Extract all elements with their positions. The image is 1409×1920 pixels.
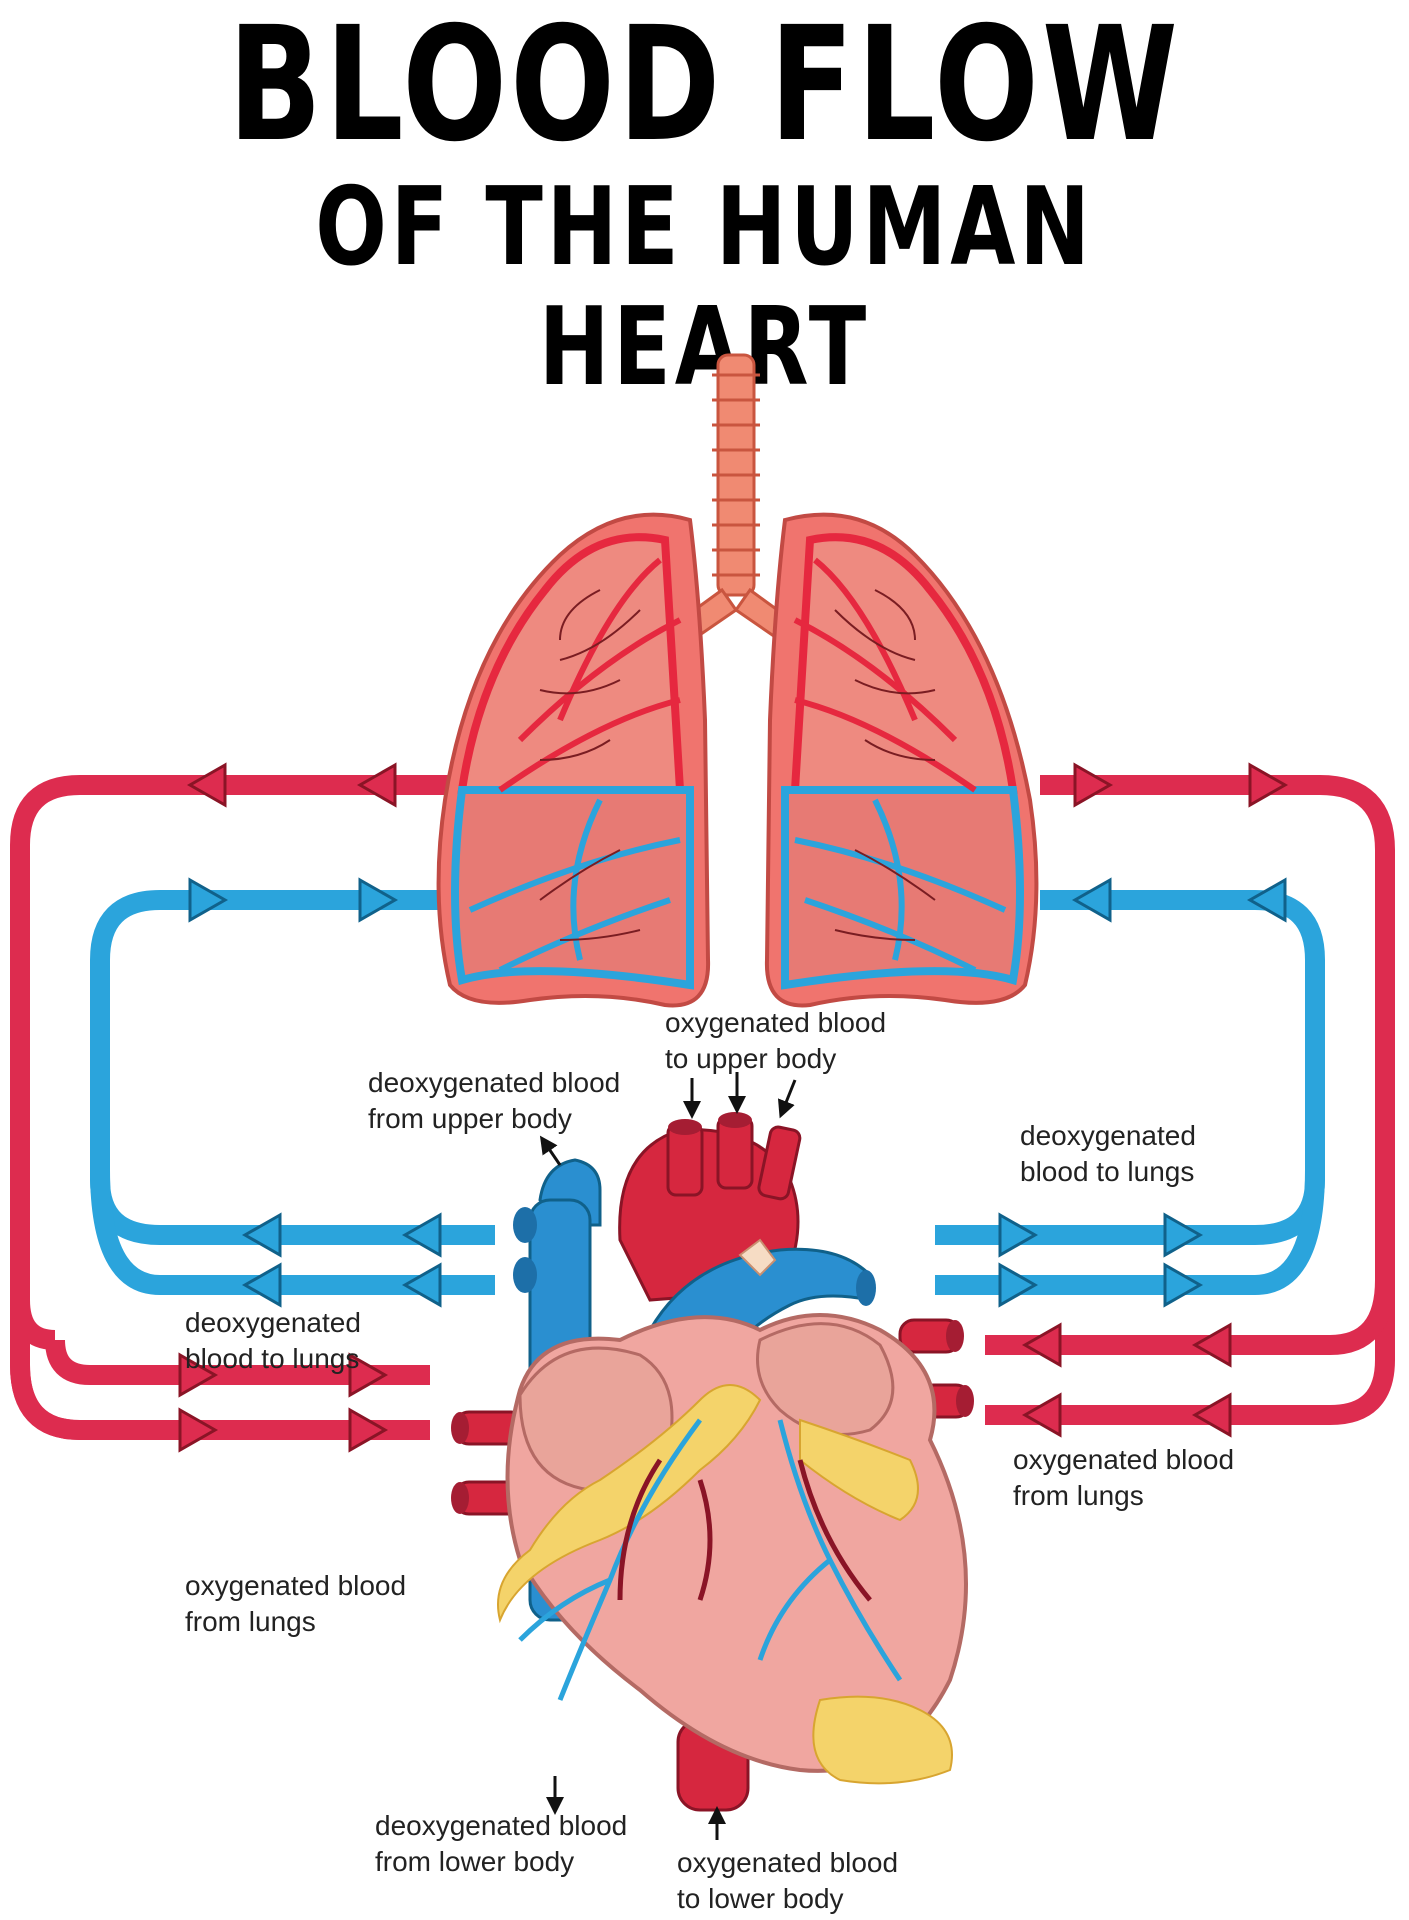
label-oxygenated-to-upper-body: oxygenated blood to upper body (665, 1007, 887, 1074)
title-line-2: OF THE HUMAN HEART (315, 165, 1094, 410)
arrow-oxy-left-low-3 (178, 1407, 219, 1453)
arrow-deoxy-right-top-1 (1071, 877, 1112, 923)
arrow-deoxy-right-mid-1 (998, 1212, 1039, 1258)
arrow-deoxy-right-mid-3 (998, 1262, 1039, 1308)
label-oxygenated-from-lungs-right: oxygenated blood from lungs (1013, 1444, 1235, 1511)
pointer-arrows (539, 1072, 797, 1840)
arrow-deoxy-left-mid-3 (241, 1262, 282, 1308)
left-lung (436, 512, 711, 1008)
arrow-deoxy-left-top-1 (188, 877, 229, 923)
arrow-oxy-left-low-2 (348, 1352, 389, 1398)
right-lung (764, 512, 1039, 1008)
arrow-deoxy-right-top-2 (1246, 877, 1287, 923)
label-oxygenated-from-lungs-left: oxygenated blood from lungs (185, 1570, 407, 1637)
title-line-1: BLOOD FLOW (227, 0, 1182, 177)
deoxygenated-left-loop (90, 890, 495, 1295)
arrow-oxy-left-top-1 (186, 762, 227, 808)
oxygenated-left-loop (10, 775, 460, 1440)
arrow-deoxy-right-mid-2 (1163, 1212, 1204, 1258)
label-deoxygenated-to-lungs-right: deoxygenated blood to lungs (1020, 1120, 1196, 1187)
oxygenated-right-loop (985, 775, 1395, 1425)
arrow-oxy-right-low-1 (1021, 1322, 1062, 1368)
label-deoxygenated-from-lower-body: deoxygenated blood from lower body (375, 1810, 628, 1877)
arrow-oxy-right-low-2 (1191, 1322, 1232, 1368)
arrow-oxy-right-low-3 (1021, 1392, 1062, 1438)
arrow-deoxy-left-top-2 (358, 877, 399, 923)
label-oxygenated-to-lower-body: oxygenated blood to lower body (677, 1847, 899, 1914)
arrow-deoxy-left-mid-4 (401, 1262, 442, 1308)
arrow-oxy-right-low-4 (1191, 1392, 1232, 1438)
arrow-deoxy-left-mid-1 (241, 1212, 282, 1258)
arrow-deoxy-left-mid-2 (401, 1212, 442, 1258)
arrow-oxy-left-top-2 (356, 762, 397, 808)
arrow-oxy-left-low-1 (178, 1352, 219, 1398)
arrow-deoxy-right-mid-4 (1163, 1262, 1204, 1308)
label-deoxygenated-from-upper-body: deoxygenated blood from upper body (368, 1067, 621, 1134)
label-deoxygenated-to-lungs-left: deoxygenated blood to lungs (185, 1307, 361, 1374)
arrow-oxy-left-low-4 (348, 1407, 389, 1453)
heart (451, 1112, 974, 1812)
flow-arrows (178, 762, 1289, 1453)
arrow-oxy-right-top-2 (1248, 762, 1289, 808)
arrow-oxy-right-top-1 (1073, 762, 1114, 808)
